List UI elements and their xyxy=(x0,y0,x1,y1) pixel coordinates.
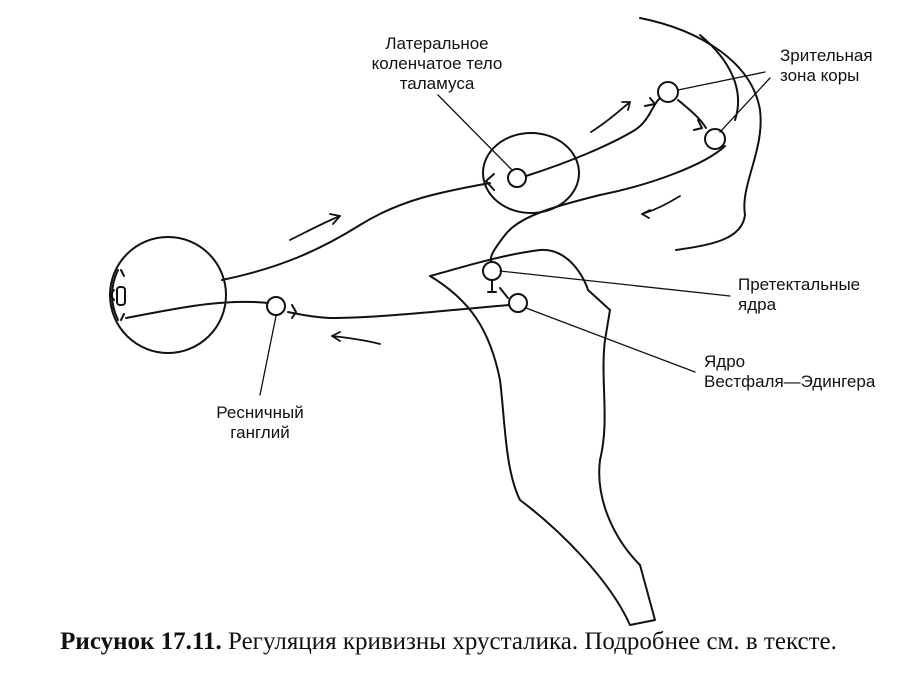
label-ciliary: Ресничный ганглий xyxy=(190,403,330,443)
leader-cortex-1 xyxy=(677,71,766,91)
leader-cortex-2 xyxy=(719,77,771,133)
cortex-neuron-2 xyxy=(704,128,726,150)
cortex-to-pretectal xyxy=(489,145,726,263)
label-visual-cortex-line1: Зрительная xyxy=(780,46,873,65)
eye xyxy=(109,236,227,354)
label-visual-cortex: Зрительная зона коры xyxy=(780,46,873,86)
leader-lgn xyxy=(437,94,513,171)
figure-caption: Рисунок 17.11. Регуляция кривизны хруста… xyxy=(0,628,897,656)
optic-tract xyxy=(221,182,491,281)
label-edinger-westphal: Ядро Вестфаля—Эдингера xyxy=(704,352,875,392)
pretectal-neuron xyxy=(482,261,502,281)
label-lgn-line2: коленчатое тело xyxy=(371,54,503,73)
caption-number: Рисунок 17.11. xyxy=(60,628,222,655)
label-lgn-line1: Латеральное xyxy=(385,34,489,53)
lgn-body xyxy=(482,132,580,214)
ew-to-ciliary xyxy=(287,304,510,319)
label-ciliary-line1: Ресничный xyxy=(216,403,304,422)
ew-neuron xyxy=(508,293,528,313)
label-lgn: Латеральное коленчатое тело таламуса xyxy=(350,34,524,94)
label-ew-line2: Вестфаля—Эдингера xyxy=(704,372,876,391)
label-pretectal: Претектальные ядра xyxy=(738,275,860,315)
label-pretectal-line1: Претектальные xyxy=(738,275,861,294)
leader-ew xyxy=(525,307,696,373)
label-ew-line1: Ядро xyxy=(704,352,746,371)
optic-tract-branch xyxy=(125,300,269,319)
leader-pretectal xyxy=(499,270,731,297)
cortex-neuron-1 xyxy=(657,81,679,103)
label-pretectal-line2: ядра xyxy=(738,295,777,314)
ciliary-neuron xyxy=(266,296,286,316)
brainstem-outline xyxy=(429,248,656,626)
label-lgn-line3: таламуса xyxy=(399,74,475,93)
lgn-neuron xyxy=(507,168,527,188)
label-ciliary-line2: ганглий xyxy=(230,423,290,442)
cortex-outline xyxy=(639,17,762,251)
caption-text: Регуляция кривизны хрусталика. Подробнее… xyxy=(221,628,837,655)
label-visual-cortex-line2: зона коры xyxy=(780,66,860,85)
arrows xyxy=(289,101,681,345)
leader-ciliary xyxy=(259,315,277,396)
lgn-to-cortex xyxy=(525,97,661,177)
